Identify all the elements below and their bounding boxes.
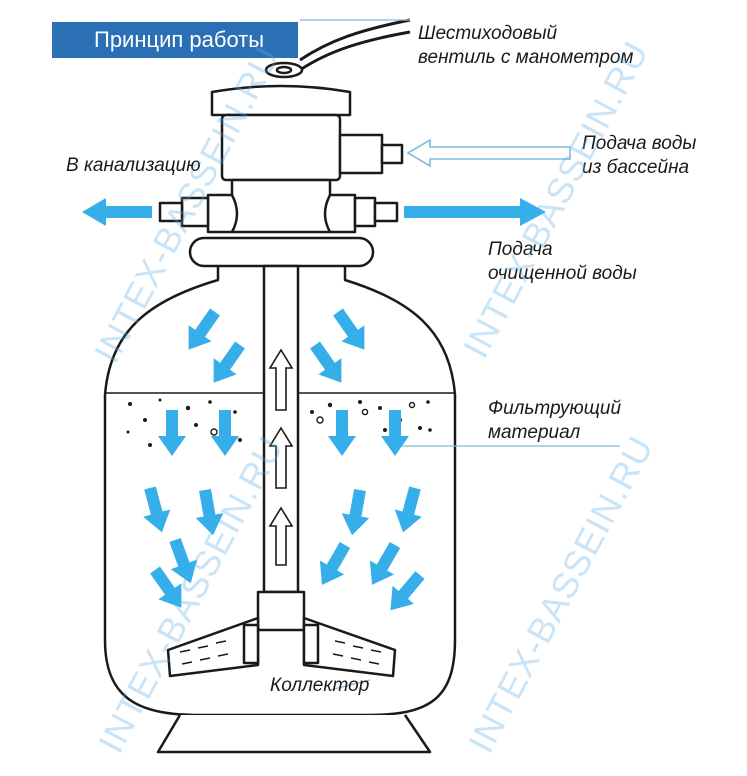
- up-arrow-outline-icon: [268, 348, 294, 411]
- down-arrow-icon: [195, 488, 224, 536]
- media-particle: [316, 416, 324, 424]
- up-arrow-outline-icon: [268, 506, 294, 566]
- media-particle: [358, 400, 362, 404]
- right-arrow-icon: [404, 198, 546, 226]
- media-particle: [185, 405, 191, 411]
- inflow-label: Подача воды из бассейна: [582, 133, 697, 178]
- collector-label: Коллектор: [270, 675, 370, 696]
- down-arrow-icon: [150, 566, 182, 608]
- outflow-label: Подача очищенной воды: [488, 239, 637, 284]
- drain-label: В канализацию: [66, 155, 201, 176]
- down-arrow-icon: [381, 410, 409, 456]
- pressure-gauge: [264, 61, 304, 79]
- media-particle: [233, 410, 237, 414]
- media-particle: [383, 428, 387, 432]
- down-arrow-icon: [333, 308, 365, 350]
- down-arrow-icon: [369, 542, 401, 585]
- tank-collar: [188, 236, 375, 268]
- media-particle: [418, 426, 422, 430]
- left-arrow-icon: [82, 198, 152, 226]
- down-arrow-icon: [169, 537, 198, 584]
- valve-lower-body: [206, 178, 357, 234]
- media-particle: [143, 418, 147, 422]
- down-arrow-icon: [319, 542, 351, 585]
- filter-media-label: Фильтрующий материал: [488, 398, 622, 443]
- down-arrow-icon: [394, 486, 422, 533]
- outlet-pipe: [353, 196, 377, 228]
- tank-stand: [156, 714, 432, 754]
- up-arrow-outline-icon: [268, 426, 294, 489]
- down-arrow-icon: [328, 410, 356, 456]
- media-particle: [210, 428, 218, 436]
- down-arrow-icon: [188, 308, 220, 350]
- media-particle: [128, 402, 132, 406]
- media-particle: [327, 402, 333, 408]
- media-particle: [194, 423, 198, 427]
- media-particle: [126, 430, 130, 434]
- gauge-hose: [299, 18, 411, 62]
- valve-cap: [210, 84, 352, 117]
- inlet-pipe: [338, 133, 384, 175]
- media-particle: [426, 400, 430, 404]
- media-particle: [310, 410, 314, 414]
- media-particle: [208, 400, 212, 404]
- upflow-arrows: [268, 348, 294, 566]
- media-particle: [148, 443, 152, 447]
- down-arrow-icon: [310, 341, 342, 383]
- flow-arrows: [143, 308, 425, 611]
- valve-label: Шестиходовый вентиль с манометром: [418, 23, 634, 68]
- down-arrow-icon: [213, 341, 245, 383]
- media-particle: [378, 406, 382, 410]
- pointer-lines: [300, 19, 620, 691]
- media-particle: [428, 428, 432, 432]
- collector-hub: [256, 590, 306, 632]
- left-arrow-outline-icon: [406, 138, 571, 168]
- down-arrow-icon: [341, 488, 370, 536]
- down-arrow-icon: [211, 410, 239, 456]
- media-particle: [238, 438, 242, 442]
- down-arrow-icon: [390, 571, 425, 611]
- down-arrow-icon: [143, 486, 171, 533]
- section-title: Принцип работы: [52, 22, 298, 58]
- media-particle: [408, 401, 416, 409]
- media-particle: [361, 408, 369, 416]
- down-arrow-icon: [158, 410, 186, 456]
- media-particle: [158, 398, 162, 402]
